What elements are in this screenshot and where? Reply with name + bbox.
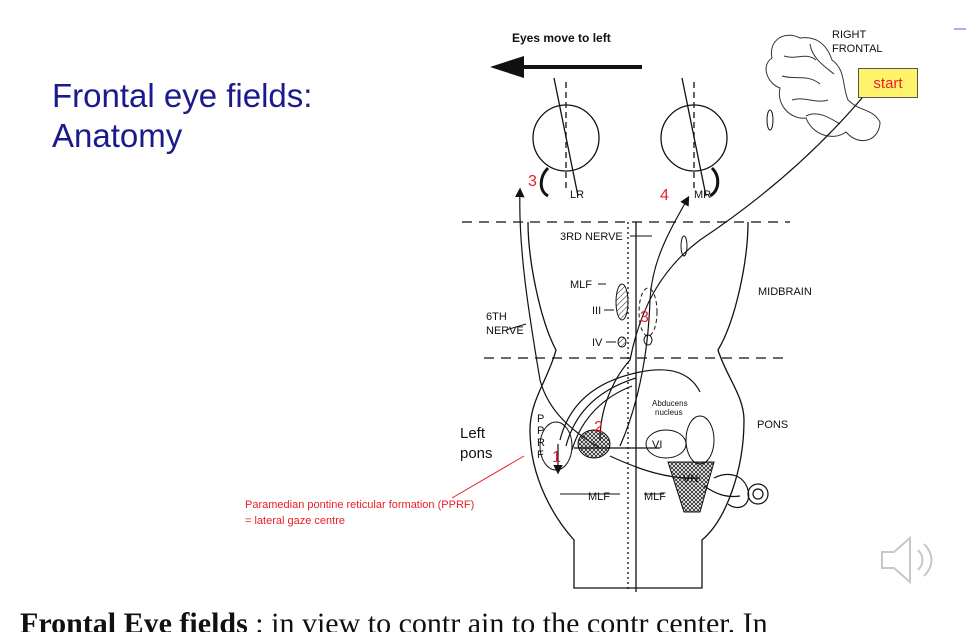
step-number-4: 4 bbox=[660, 187, 669, 204]
left-eye bbox=[532, 77, 600, 198]
nucleus-iv-label: IV bbox=[592, 337, 603, 349]
pathway-fibers bbox=[514, 85, 873, 479]
midbrain-label: MIDBRAIN bbox=[758, 286, 812, 298]
pprf-note-line2: = lateral gaze centre bbox=[245, 515, 345, 527]
right-frontal-cortex-drawing bbox=[765, 34, 881, 142]
vi-label: VI bbox=[652, 439, 662, 451]
midbrain-nuclei bbox=[615, 283, 658, 348]
slide-title-line1: Frontal eye fields: bbox=[52, 77, 313, 114]
pons-label: PONS bbox=[757, 419, 788, 431]
nucleus-iii-label: III bbox=[592, 305, 601, 317]
step-number-3: 3 bbox=[528, 173, 537, 190]
pprf-note-leader bbox=[451, 455, 525, 499]
corner-mark bbox=[954, 28, 966, 30]
step-number-1: 1 bbox=[552, 449, 561, 466]
speaker-icon[interactable] bbox=[876, 532, 942, 588]
start-button[interactable]: start bbox=[858, 68, 918, 98]
sixth-nerve-leader bbox=[505, 323, 527, 331]
caption-bold: Frontal Eye fields bbox=[20, 607, 248, 632]
lr-label: LR bbox=[570, 189, 584, 201]
brainstem-outline bbox=[527, 221, 749, 592]
pprf-letter-1: P bbox=[537, 413, 544, 425]
left-pons-label-line2: pons bbox=[460, 445, 493, 462]
right-eye bbox=[660, 77, 728, 198]
mlf-right-label: MLF bbox=[644, 491, 666, 503]
abducens-label-line1: Abducens bbox=[652, 399, 688, 408]
mlf-top-label: MLF bbox=[570, 279, 592, 291]
right-frontal-label-line1: RIGHT bbox=[832, 29, 867, 41]
left-pons-label-line1: Left bbox=[460, 425, 486, 442]
pprf-letter-4: F bbox=[537, 449, 544, 461]
slide-title: Frontal eye fields: Anatomy bbox=[52, 76, 312, 156]
step-number-2: 2 bbox=[594, 419, 603, 436]
pons-structures bbox=[539, 415, 715, 513]
mlf-left-label: MLF bbox=[588, 491, 610, 503]
mr-label: MR bbox=[694, 189, 711, 201]
fiber-crossing-mark-upper bbox=[766, 109, 774, 131]
step-number-3-nucleus: 3 bbox=[640, 309, 649, 326]
slide-title-line2: Anatomy bbox=[52, 117, 183, 154]
right-frontal-label-line2: FRONTAL bbox=[832, 43, 883, 55]
direction-arrow bbox=[490, 56, 642, 78]
inner-ear-drawing bbox=[703, 473, 769, 509]
third-nerve-label: 3RD NERVE bbox=[560, 231, 623, 243]
pprf-note-line1: Paramedian pontine reticular formation (… bbox=[245, 499, 474, 511]
fiber-crossing-mark-lower bbox=[680, 235, 688, 257]
caption-rest: : in view to contr ain to the contr cent… bbox=[247, 607, 768, 632]
direction-label: Eyes move to left bbox=[512, 31, 611, 45]
pprf-letter-2: P bbox=[537, 425, 544, 437]
sixth-nerve-label-line1: 6TH bbox=[486, 311, 507, 323]
slide-caption: Frontal Eye fields : in view to contr ai… bbox=[20, 604, 960, 632]
vn-label: VN bbox=[683, 473, 698, 485]
pprf-letter-3: R bbox=[537, 437, 545, 449]
abducens-label-line2: nucleus bbox=[655, 408, 683, 417]
